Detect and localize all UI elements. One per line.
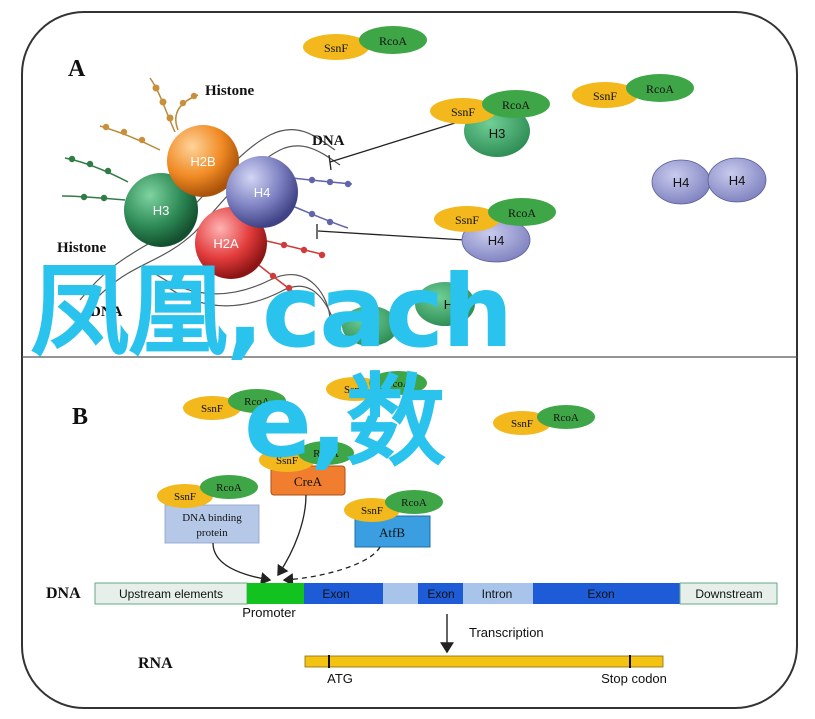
h4-label: H4 (488, 233, 505, 248)
ssnf-label: SsnF (344, 384, 366, 396)
nucleosome: H2B H3 H4 H2A (124, 125, 298, 279)
rna-row-label: RNA (138, 655, 173, 672)
segment-exon-1 (304, 583, 383, 604)
ssnf-label: SsnF (593, 89, 617, 103)
panel-a-label: A (68, 56, 86, 82)
rcoa-label: RcoA (553, 412, 579, 424)
ssnf-rcoa-h3-complex: SsnF RcoA H3 (430, 90, 550, 157)
histone-tails (61, 77, 353, 301)
ssnf-rcoa-complex-a3: SsnF RcoA (572, 74, 694, 108)
segment-exon-2 (418, 583, 463, 604)
ssnf-label: SsnF (174, 491, 196, 503)
h4-sphere (226, 156, 298, 228)
segment-downstream (679, 582, 778, 605)
binding-arrows (212, 494, 381, 586)
dna-binding-label-line1: DNA binding (182, 512, 242, 524)
atfb-label: AtfB (379, 525, 405, 540)
rna-bar (304, 655, 664, 668)
ssnf-rcoa-h4-complex: SsnF RcoA H4 (434, 198, 556, 263)
ssnf-label: SsnF (324, 41, 348, 55)
gene-map: Upstream elements Exon Exon Intron Exon … (94, 582, 778, 605)
rcoa-label: RcoA (379, 34, 407, 48)
crea-complex: SsnF RcoA CreA (259, 441, 354, 496)
segment-promoter (247, 583, 304, 604)
h2b-sphere (167, 125, 239, 197)
segment-gap (383, 583, 418, 604)
h2b-label: H2B (190, 154, 215, 169)
h2a-label: H2A (213, 236, 239, 251)
ssnf-rcoa-complex-b2: SsnF RcoA (326, 371, 427, 401)
h3-label: H3 (153, 203, 170, 218)
stop-codon-label: Stop codon (601, 671, 667, 686)
dna-label-bottom: DNA (90, 304, 123, 320)
intron-label: Intron (482, 587, 513, 601)
rcoa-label: RcoA (502, 98, 530, 112)
h3-sphere (124, 173, 198, 247)
transcription-label: Transcription (469, 625, 544, 640)
panel-b-label: B (72, 404, 88, 430)
segment-intron (463, 583, 533, 604)
rcoa-label: RcoA (508, 206, 536, 220)
promoter-label: Promoter (242, 605, 296, 620)
histone-label-top: Histone (205, 83, 255, 99)
h4-label: H4 (254, 185, 271, 200)
inhibition-lines (316, 122, 466, 241)
ssnf-label: SsnF (451, 105, 475, 119)
dna-row-label: DNA (46, 585, 81, 602)
ssnf-rcoa-complex-b3: SsnF RcoA (493, 405, 595, 435)
h4-label: H4 (729, 173, 746, 188)
rcoa-label: RcoA (385, 378, 411, 390)
exon-label: Exon (322, 587, 349, 601)
ssnf-rcoa-complex-a1: SsnF RcoA (303, 26, 427, 60)
rcoa-label: RcoA (244, 396, 270, 408)
ssnf-label: SsnF (201, 403, 223, 415)
dna-binding-label-line2: protein (196, 527, 228, 539)
downstream-label: Downstream (695, 587, 762, 601)
partial-h3-complex: H3 (342, 282, 475, 346)
h4-label: H4 (673, 175, 690, 190)
crea-label: CreA (294, 474, 323, 489)
ssnf-label: SsnF (455, 213, 479, 227)
atfb-complex: SsnF RcoA AtfB (344, 490, 443, 548)
dna-binding-protein-complex: SsnF RcoA DNA binding protein (157, 475, 260, 544)
rcoa-label: RcoA (401, 497, 427, 509)
atg-label: ATG (327, 671, 353, 686)
h3-label: H3 (489, 126, 506, 141)
free-h4-pair: H4 H4 (651, 157, 767, 205)
ssnf-label: SsnF (361, 505, 383, 517)
ssnf-label: SsnF (511, 418, 533, 430)
rcoa-label: RcoA (216, 482, 242, 494)
h3-label: H3 (444, 297, 461, 312)
rcoa-label: RcoA (313, 448, 339, 460)
ssnf-rcoa-complex-b1: SsnF RcoA (183, 389, 286, 420)
segment-exon-3 (533, 583, 680, 604)
dna-label-top: DNA (312, 133, 345, 149)
exon-label: Exon (427, 587, 454, 601)
histone-label-left: Histone (57, 240, 107, 256)
ssnf-label: SsnF (276, 455, 298, 467)
exon-label: Exon (587, 587, 614, 601)
rcoa-label: RcoA (646, 82, 674, 96)
upstream-label: Upstream elements (119, 587, 223, 601)
